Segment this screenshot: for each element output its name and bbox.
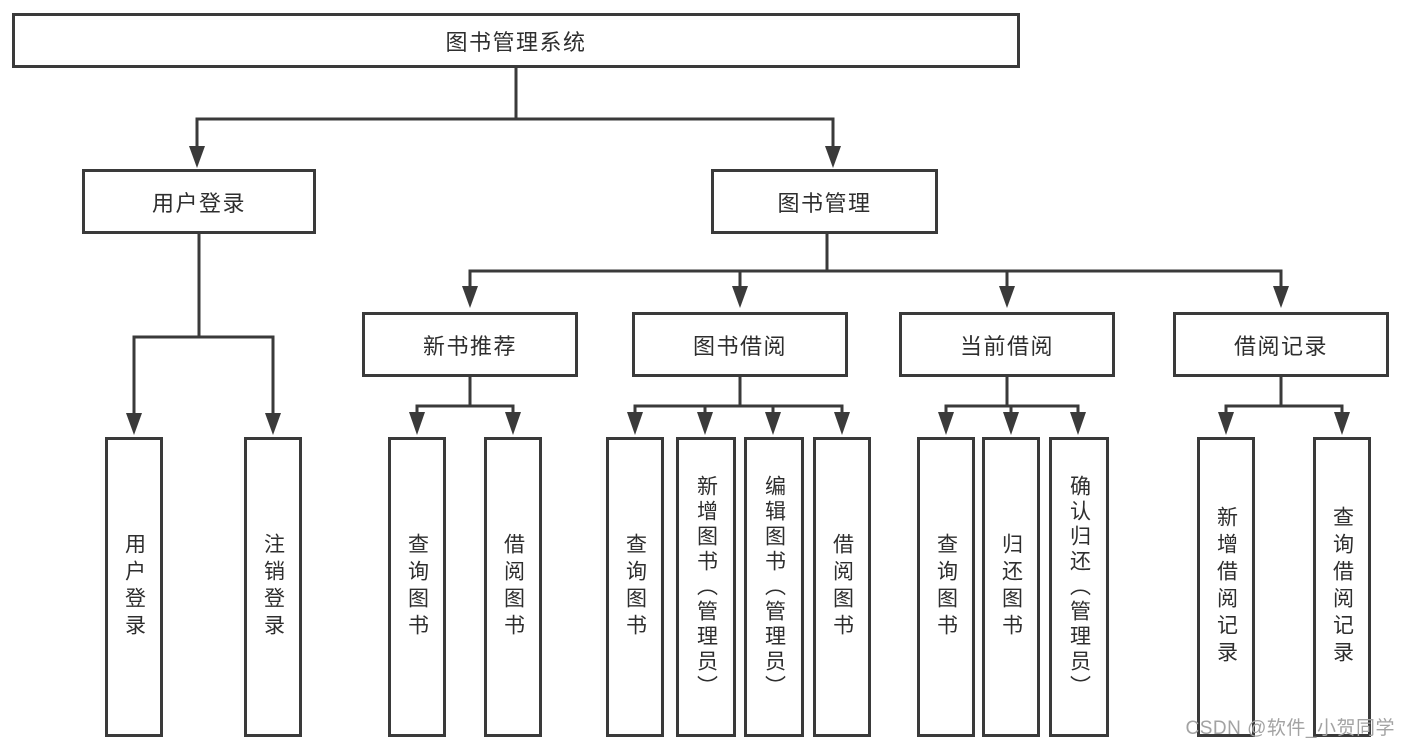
connector-new-book-to-leaves [409, 377, 521, 435]
connector-borrow-records-to-leaves [1218, 377, 1350, 435]
leaf-add-books-admin: 新增图书（管理员） [676, 437, 736, 737]
node-book-management-branch: 图书管理 [711, 169, 938, 234]
connector-root-to-level2 [189, 68, 841, 168]
leaf-confirm-return-admin: 确认归还（管理员） [1049, 437, 1109, 737]
node-current-borrow: 当前借阅 [899, 312, 1115, 377]
leaf-query-books-current: 查询图书 [917, 437, 975, 737]
leaf-borrow-books-recommend: 借阅图书 [484, 437, 542, 737]
node-library-system: 图书管理系统 [12, 13, 1020, 68]
leaf-return-books: 归还图书 [982, 437, 1040, 737]
connector-current-borrow-to-leaves [938, 377, 1086, 435]
leaf-edit-books-admin: 编辑图书（管理员） [744, 437, 804, 737]
node-borrow-records: 借阅记录 [1173, 312, 1389, 377]
leaf-borrow-books: 借阅图书 [813, 437, 871, 737]
node-book-borrow: 图书借阅 [632, 312, 848, 377]
leaf-add-borrow-record: 新增借阅记录 [1197, 437, 1255, 737]
leaf-user-login: 用户登录 [105, 437, 163, 737]
connector-book-borrow-to-leaves [627, 377, 850, 435]
leaf-logout: 注销登录 [244, 437, 302, 737]
connector-user-login-to-leaves [126, 234, 281, 435]
connector-book-management-to-level3 [462, 234, 1289, 308]
node-new-book-recommend: 新书推荐 [362, 312, 578, 377]
leaf-query-books-recommend: 查询图书 [388, 437, 446, 737]
leaf-query-borrow-record: 查询借阅记录 [1313, 437, 1371, 737]
node-user-login-branch: 用户登录 [82, 169, 316, 234]
csdn-watermark: CSDN @软件_小贺同学 [1185, 718, 1395, 739]
leaf-query-books-borrow: 查询图书 [606, 437, 664, 737]
